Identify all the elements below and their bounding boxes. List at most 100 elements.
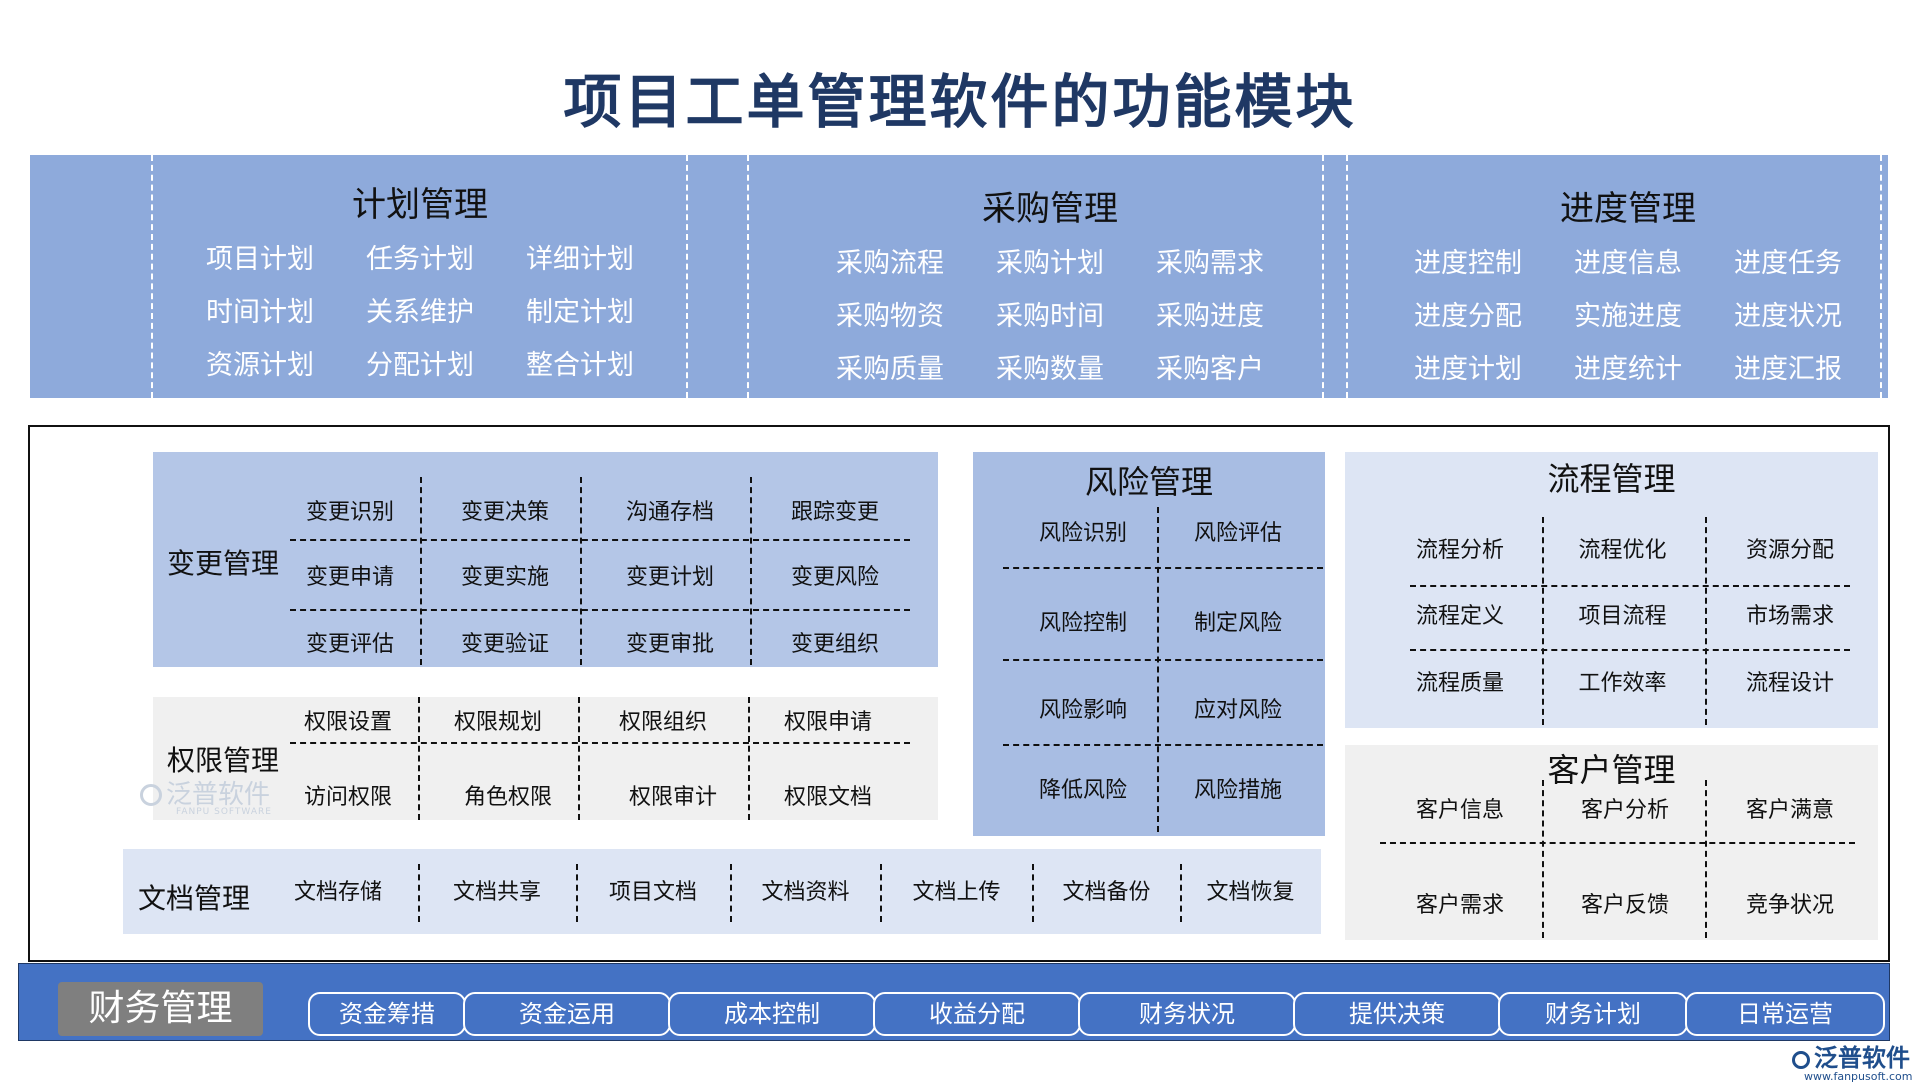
permission-item[interactable]: 权限设置	[303, 710, 392, 735]
purchase-title: 采购管理	[982, 189, 1118, 229]
divider	[290, 609, 910, 611]
document-item[interactable]: 文档共享	[452, 880, 541, 905]
finance-item[interactable]: 资金运用	[463, 992, 671, 1036]
progress-item[interactable]: 进度状况	[1734, 301, 1842, 332]
document-item[interactable]: 文档恢复	[1206, 880, 1295, 905]
progress-item[interactable]: 进度信息	[1574, 248, 1682, 279]
finance-title: 财务管理	[58, 982, 263, 1036]
plan-item[interactable]: 分配计划	[366, 350, 474, 381]
divider	[580, 477, 582, 665]
permission-item[interactable]: 权限文档	[783, 785, 872, 810]
divider	[750, 477, 752, 665]
risk-item[interactable]: 降低风险	[1038, 778, 1127, 803]
progress-item[interactable]: 进度控制	[1414, 248, 1522, 279]
plan-item[interactable]: 任务计划	[366, 244, 474, 275]
risk-title: 风险管理	[1084, 463, 1213, 501]
change-item[interactable]: 变更评估	[305, 632, 394, 657]
document-item[interactable]: 文档资料	[761, 880, 850, 905]
change-item[interactable]: 变更识别	[305, 500, 394, 525]
risk-item[interactable]: 风险措施	[1193, 778, 1282, 803]
risk-item[interactable]: 制定风险	[1193, 611, 1282, 636]
purchase-item[interactable]: 采购计划	[996, 248, 1104, 279]
process-item[interactable]: 市场需求	[1745, 604, 1834, 629]
process-item[interactable]: 流程设计	[1745, 671, 1834, 696]
purchase-item[interactable]: 采购进度	[1156, 301, 1264, 332]
customer-item[interactable]: 客户反馈	[1580, 893, 1669, 918]
permission-item[interactable]: 权限组织	[618, 710, 707, 735]
progress-item[interactable]: 进度计划	[1414, 354, 1522, 385]
page-title: 项目工单管理软件的功能模块	[563, 68, 1357, 136]
purchase-item[interactable]: 采购时间	[996, 301, 1104, 332]
permission-item[interactable]: 权限申请	[783, 710, 872, 735]
change-item[interactable]: 变更风险	[790, 565, 879, 590]
customer-item[interactable]: 客户满意	[1745, 798, 1834, 823]
process-item[interactable]: 流程质量	[1415, 671, 1504, 696]
purchase-item[interactable]: 采购质量	[836, 354, 944, 385]
document-item[interactable]: 项目文档	[608, 880, 697, 905]
process-item[interactable]: 资源分配	[1745, 538, 1834, 563]
process-item[interactable]: 工作效率	[1578, 671, 1667, 696]
purchase-item[interactable]: 采购数量	[996, 354, 1104, 385]
plan-item[interactable]: 关系维护	[366, 297, 474, 328]
plan-item[interactable]: 时间计划	[206, 297, 314, 328]
document-item[interactable]: 文档上传	[912, 880, 1001, 905]
divider	[290, 539, 910, 541]
progress-item[interactable]: 进度任务	[1734, 248, 1842, 279]
finance-item[interactable]: 提供决策	[1293, 992, 1501, 1036]
document-item[interactable]: 文档存储	[293, 880, 382, 905]
permission-item[interactable]: 权限审计	[628, 785, 717, 810]
change-item[interactable]: 变更申请	[305, 565, 394, 590]
customer-item[interactable]: 竞争状况	[1745, 893, 1834, 918]
plan-item[interactable]: 项目计划	[206, 244, 314, 275]
purchase-item[interactable]: 采购需求	[1156, 248, 1264, 279]
divider	[420, 477, 422, 665]
document-item[interactable]: 文档备份	[1062, 880, 1151, 905]
permission-item[interactable]: 角色权限	[463, 785, 552, 810]
permission-item[interactable]: 访问权限	[303, 785, 392, 810]
progress-item[interactable]: 进度分配	[1414, 301, 1522, 332]
change-panel: 变更管理 变更识别 变更决策 沟通存档 跟踪变更 变更申请 变更实施 变更计划 …	[153, 452, 938, 667]
finance-item[interactable]: 资金筹措	[308, 992, 466, 1036]
finance-item[interactable]: 财务计划	[1498, 992, 1688, 1036]
change-item[interactable]: 变更验证	[460, 632, 549, 657]
process-item[interactable]: 项目流程	[1578, 604, 1667, 629]
change-item[interactable]: 变更实施	[460, 565, 549, 590]
change-item[interactable]: 变更决策	[460, 500, 549, 525]
process-panel: 流程管理 流程分析 流程优化 资源分配 流程定义 项目流程 市场需求 流程质量 …	[1345, 452, 1878, 728]
process-item[interactable]: 流程优化	[1578, 538, 1667, 563]
risk-item[interactable]: 风险控制	[1038, 611, 1127, 636]
customer-item[interactable]: 客户分析	[1580, 798, 1669, 823]
risk-item[interactable]: 应对风险	[1193, 698, 1282, 723]
purchase-item[interactable]: 采购物资	[836, 301, 944, 332]
divider	[686, 155, 688, 398]
customer-item[interactable]: 客户需求	[1415, 893, 1504, 918]
process-item[interactable]: 流程分析	[1415, 538, 1504, 563]
change-item[interactable]: 跟踪变更	[790, 500, 879, 525]
change-item[interactable]: 变更组织	[790, 632, 879, 657]
finance-item[interactable]: 财务状况	[1078, 992, 1296, 1036]
divider	[1003, 567, 1323, 569]
divider	[748, 697, 750, 820]
purchase-item[interactable]: 采购客户	[1156, 354, 1264, 385]
process-item[interactable]: 流程定义	[1415, 604, 1504, 629]
permission-item[interactable]: 权限规划	[453, 710, 542, 735]
plan-item[interactable]: 详细计划	[526, 244, 634, 275]
plan-item[interactable]: 资源计划	[206, 350, 314, 381]
plan-item[interactable]: 整合计划	[526, 350, 634, 381]
risk-item[interactable]: 风险识别	[1038, 521, 1127, 546]
progress-item[interactable]: 进度汇报	[1734, 354, 1842, 385]
change-item[interactable]: 沟通存档	[625, 500, 714, 525]
plan-item[interactable]: 制定计划	[526, 297, 634, 328]
divider	[1542, 517, 1544, 725]
progress-item[interactable]: 进度统计	[1574, 354, 1682, 385]
change-item[interactable]: 变更计划	[625, 565, 714, 590]
finance-item[interactable]: 日常运营	[1685, 992, 1885, 1036]
purchase-item[interactable]: 采购流程	[836, 248, 944, 279]
finance-item[interactable]: 收益分配	[873, 992, 1081, 1036]
customer-item[interactable]: 客户信息	[1415, 798, 1504, 823]
progress-item[interactable]: 实施进度	[1574, 301, 1682, 332]
risk-item[interactable]: 风险评估	[1193, 521, 1282, 546]
risk-item[interactable]: 风险影响	[1038, 698, 1127, 723]
change-item[interactable]: 变更审批	[625, 632, 714, 657]
finance-item[interactable]: 成本控制	[668, 992, 876, 1036]
